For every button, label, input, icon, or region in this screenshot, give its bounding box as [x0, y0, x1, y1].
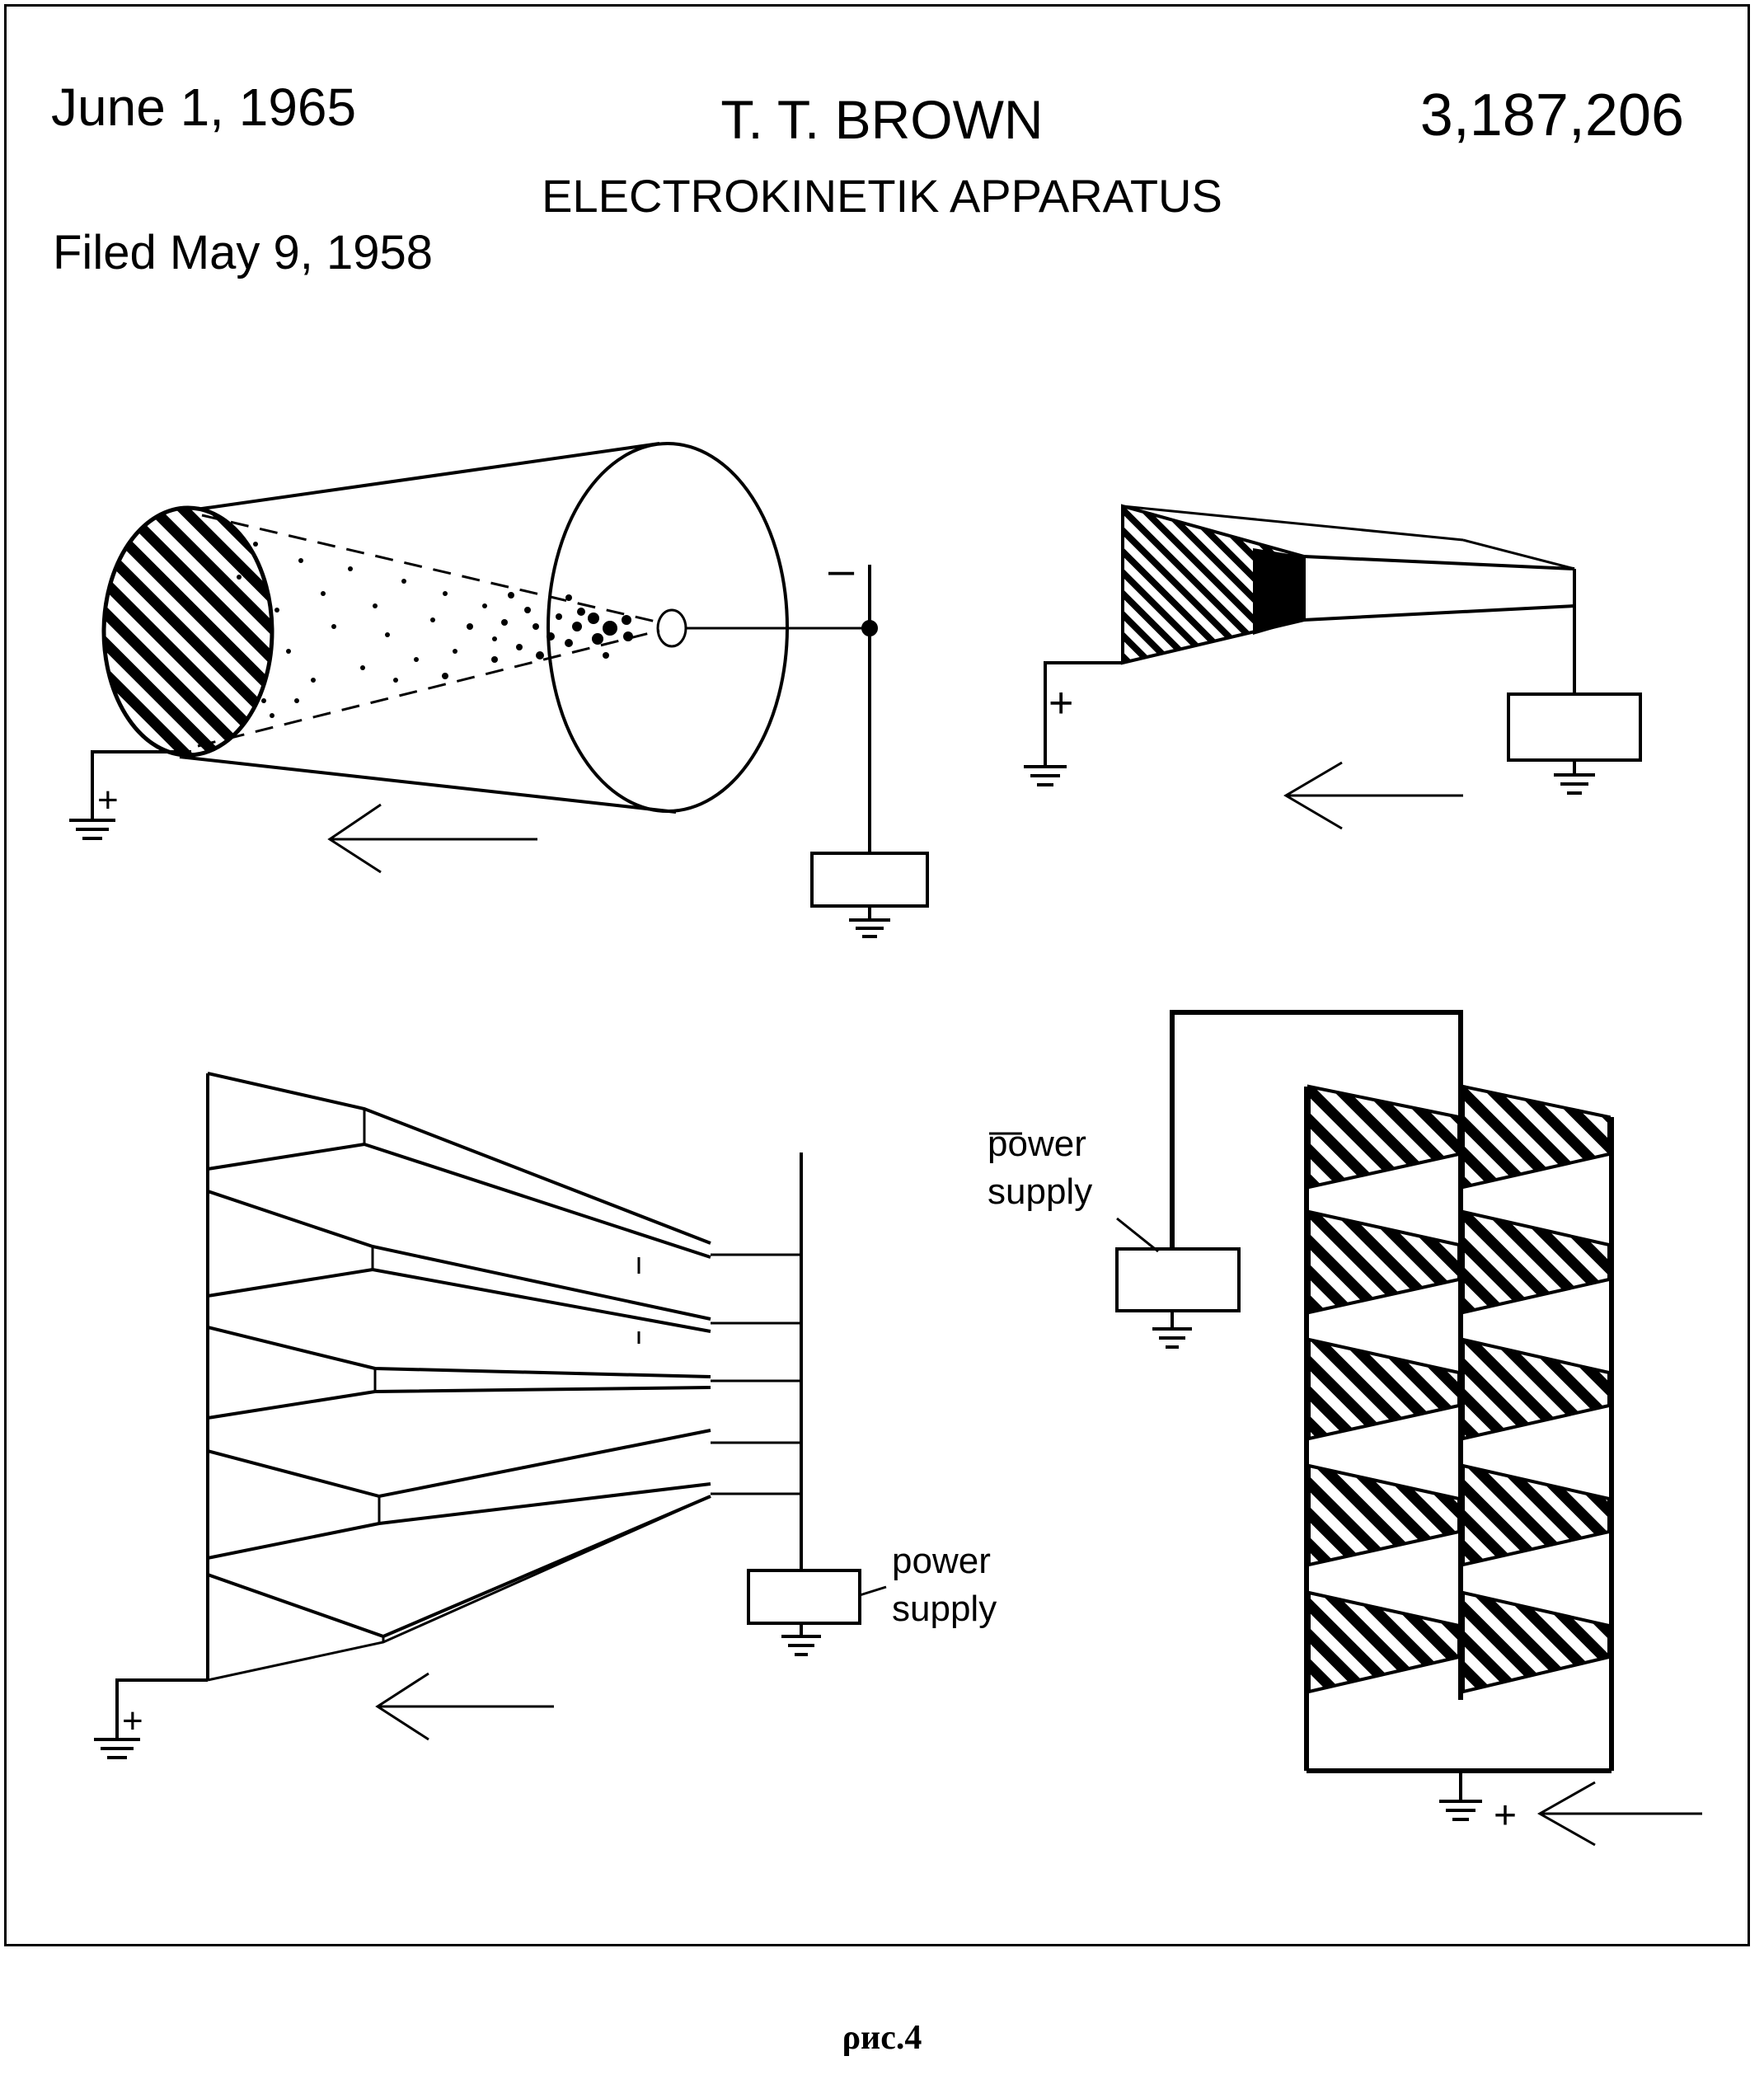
power-label-bl-2: supply: [892, 1589, 997, 1629]
patent-date: June 1, 1965: [51, 77, 357, 137]
figure-caption: ρис.4: [842, 2019, 922, 2057]
figure-wedge-emitter: [1024, 504, 1642, 830]
plus-sign-3: +: [122, 1701, 143, 1741]
power-supply-box-3: [747, 1569, 861, 1625]
figure-stacked-plates: [94, 1072, 887, 1759]
power-label-bl-1: power: [892, 1541, 991, 1581]
minus-sign-1: –: [828, 543, 855, 595]
figure-sawtooth-plates: [1115, 1010, 1702, 1847]
inventor-name: T. T. BROWN: [720, 89, 1044, 150]
plus-sign-1: +: [97, 780, 119, 820]
power-label-br-2: supply: [988, 1171, 1092, 1212]
spray-particles: [237, 542, 633, 718]
patent-number: 3,187,206: [1419, 82, 1684, 148]
filing-date: Filed May 9, 1958: [53, 226, 434, 279]
plus-sign-4: +: [1494, 1794, 1517, 1838]
drawing-frame: [4, 4, 1750, 1946]
emitter-ring: [656, 608, 687, 648]
power-supply-box-1: [810, 852, 929, 908]
power-supply-box-4: [1115, 1247, 1241, 1312]
hatched-collector-disk: [101, 505, 274, 758]
patent-title: ELECTROKINETIK APPARATUS: [542, 170, 1222, 222]
power-label-br-1: power: [988, 1124, 1086, 1164]
plus-sign-2: +: [1049, 679, 1073, 727]
figure-cone-emitter: [69, 442, 929, 938]
power-supply-box-2: [1507, 692, 1642, 762]
